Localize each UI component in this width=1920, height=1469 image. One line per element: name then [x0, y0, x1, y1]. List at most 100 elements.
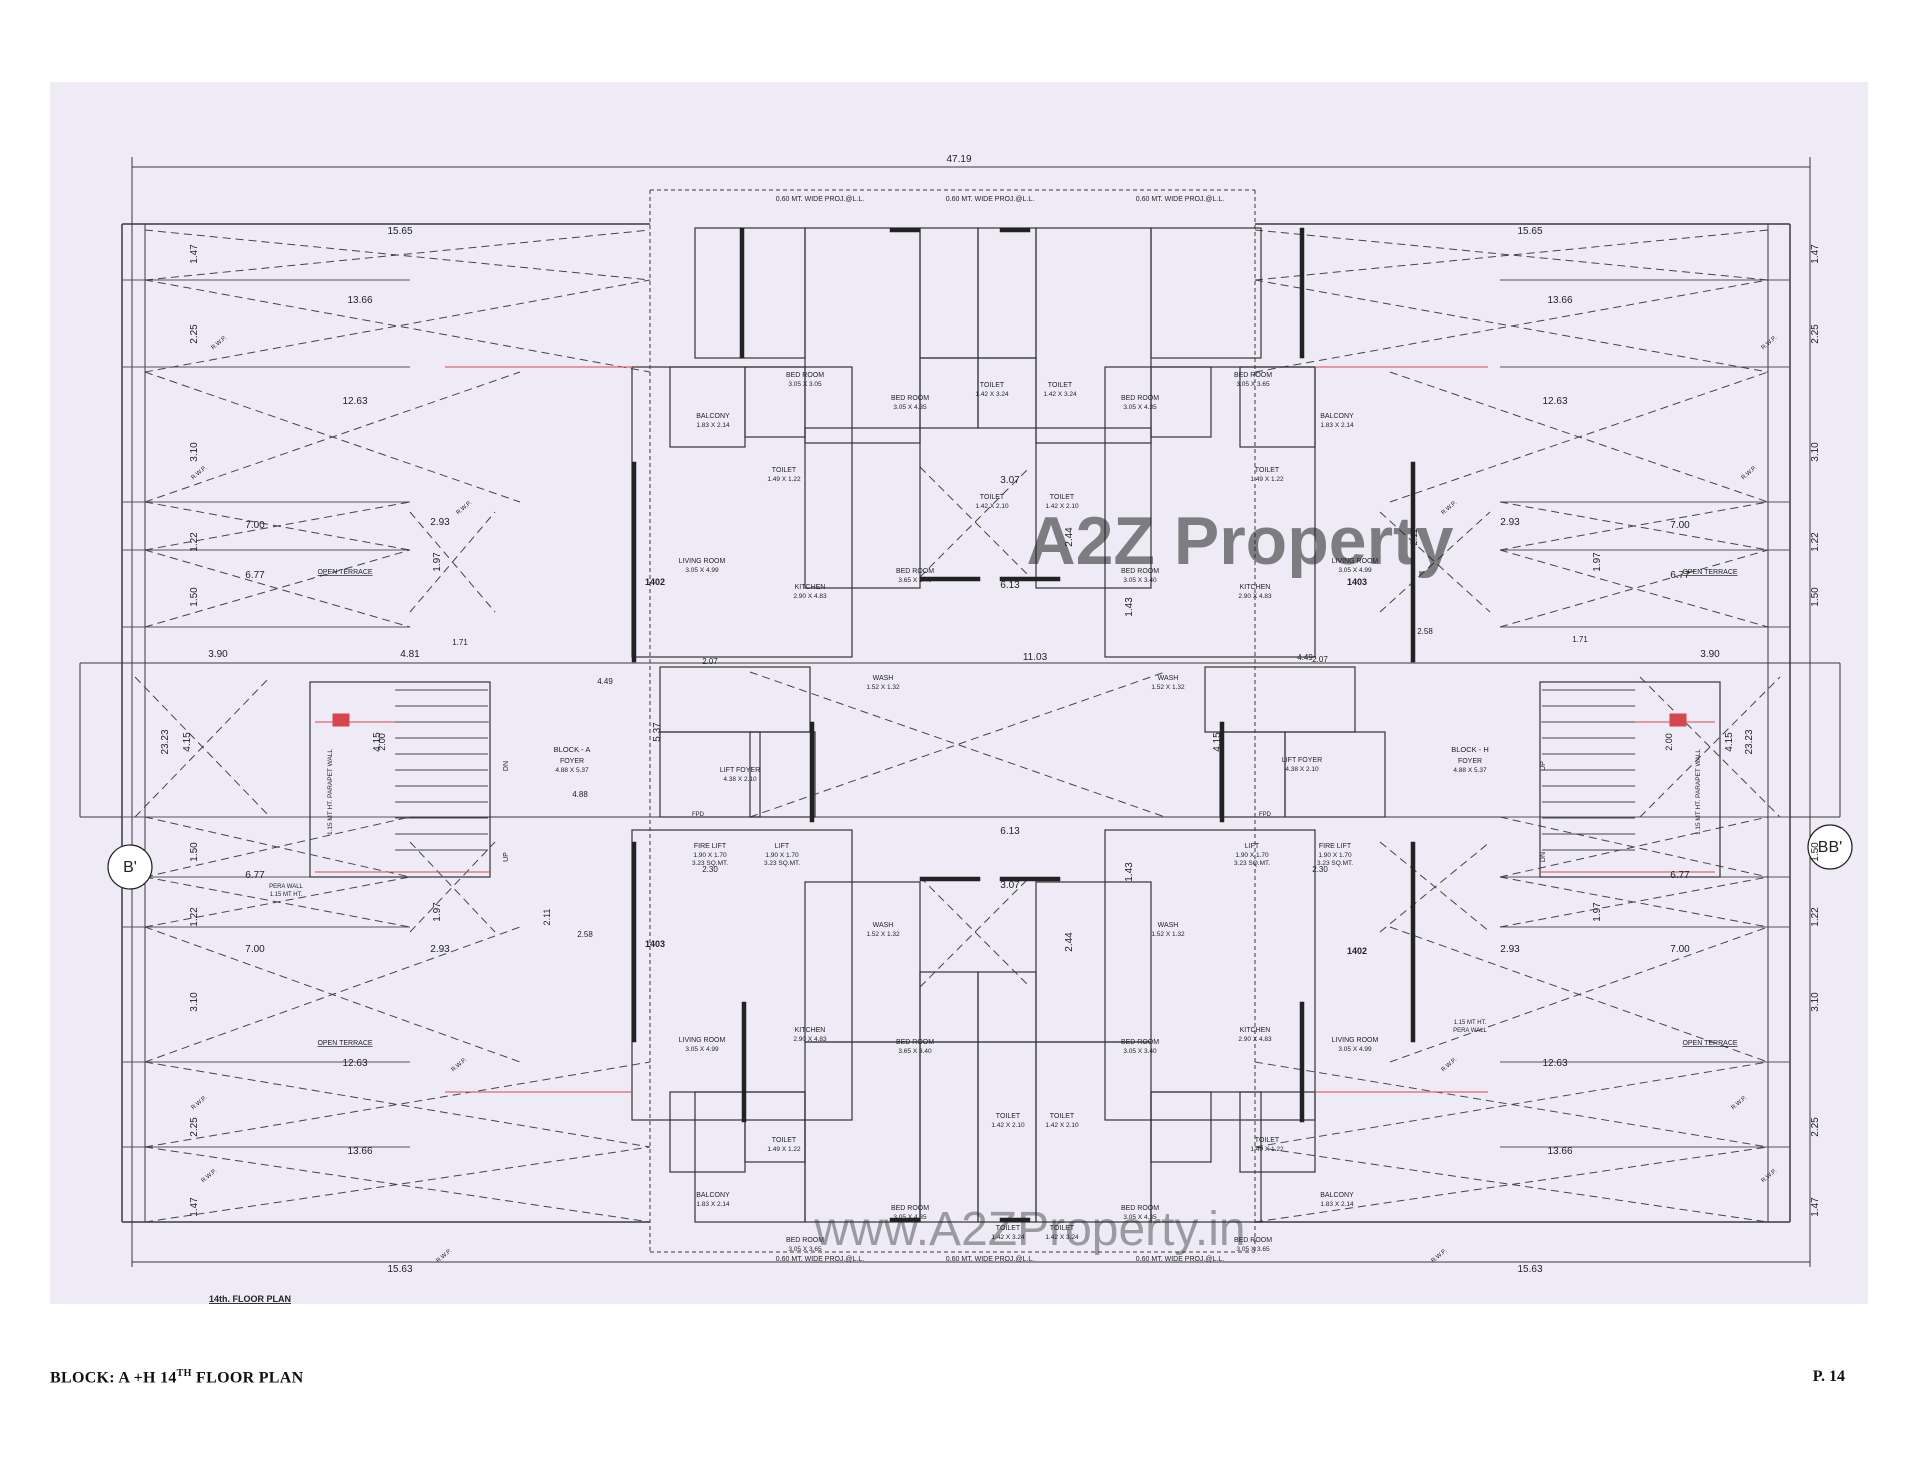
thick-wall-11 [999, 1217, 1031, 1223]
bl-toilet2-size: 1.42 X 2.10 [991, 1122, 1025, 1129]
tl-wash-name: WASH [873, 675, 894, 682]
dim-449-l: 4.49 [597, 677, 613, 686]
dim-1103: 11.03 [1023, 652, 1048, 663]
dim-197-tr: 1.97 [1592, 552, 1603, 572]
dim-1263-bl: 12.63 [342, 1058, 367, 1069]
bl-bed1-name: BED ROOM [786, 1237, 824, 1244]
tl-balcony-name: BALCONY [696, 413, 730, 420]
dim-700-br: 7.00 [1670, 944, 1690, 955]
proj-label-top-0: 0.60 MT. WIDE PROJ.@L.L. [776, 196, 864, 203]
rwp-10: R.W.P. [201, 1168, 219, 1184]
thick-wall-17 [999, 876, 1061, 882]
block-h-foyer-size: 4.88 X 5.37 [1453, 767, 1487, 774]
tr-toilet1-size: 1.42 X 3.24 [1043, 391, 1077, 398]
block-a-foyer-size: 4.88 X 5.37 [555, 767, 589, 774]
dim-677-br: 6.77 [1670, 870, 1690, 881]
rwp-6: R.W.P. [191, 1095, 209, 1111]
room-wall-15 [1239, 366, 1316, 448]
stair-a-dn: DN [503, 761, 510, 771]
lift-foyer-a: LIFT FOYER [720, 767, 760, 774]
dim-449-r: 4.49 [1297, 653, 1313, 662]
room-wall-30 [1239, 1091, 1316, 1173]
thick-wall-4 [631, 841, 637, 1043]
tl-kitchen-size: 2.90 X 4.83 [793, 593, 827, 600]
dim-225-bl: 2.25 [189, 1117, 200, 1137]
thick-wall-12 [809, 721, 815, 823]
sheet-title-prefix: BLOCK: A +H 14 [50, 1369, 177, 1387]
tr-balcony-name: BALCONY [1320, 413, 1354, 420]
watermark-logo: A2Z Property [1027, 503, 1454, 579]
thick-wall-10 [889, 1217, 921, 1223]
pera-wall-a: PERA WALL [269, 884, 303, 890]
tr-bed1-name: BED ROOM [1234, 372, 1272, 379]
br-toilet1-name: TOILET [1050, 1225, 1075, 1232]
section-marker-right [1807, 824, 1853, 870]
dim-150-tr: 1.50 [1810, 587, 1821, 607]
room-wall-26 [1035, 1041, 1152, 1223]
room-wall-17 [804, 881, 921, 1043]
dim-top-left: 15.65 [387, 226, 412, 237]
dim-211-a: 2.11 [542, 909, 552, 926]
shaft-x-a2-a [409, 841, 496, 933]
dim-bot-right: 15.63 [1517, 1264, 1542, 1275]
block-a-side-x-b [134, 676, 271, 818]
lift-foyer-a-size: 4.38 X 2.10 [723, 776, 757, 783]
room-wall-13 [1035, 427, 1152, 589]
tl-toilet3-size: 1.49 X 1.22 [767, 476, 801, 483]
bl-toilet3-size: 1.49 X 1.22 [767, 1146, 801, 1153]
terrace-x-tr3-b [1389, 371, 1769, 503]
room-wall-2 [919, 227, 979, 359]
thick-wall-3 [1410, 461, 1416, 663]
proj-label-bot-0: 0.60 MT. WIDE PROJ.@L.L. [776, 1256, 864, 1263]
tl-living-size: 3.05 X 4.99 [685, 567, 719, 574]
dim-415-r: 4.15 [1724, 732, 1735, 752]
block-a-label: BLOCK - A [554, 745, 591, 754]
dim-2323-l: 23.23 [160, 729, 171, 754]
unit-1403-tr: 1403 [1347, 577, 1367, 587]
bl-bed2-name: BED ROOM [891, 1205, 929, 1212]
dim-1366-br: 13.66 [1547, 1146, 1572, 1157]
thick-wall-14 [919, 576, 981, 582]
dim-677-tl: 6.77 [245, 570, 265, 581]
terrace-x-tr1-b [1254, 229, 1769, 281]
section-marker-right-text: BB' [1818, 839, 1842, 856]
rwp-2: R.W.P. [191, 465, 209, 481]
proj-label-top-2: 0.60 MT. WIDE PROJ.@L.L. [1136, 196, 1224, 203]
drawing-sheet [50, 82, 1868, 1304]
bl-wash-size: 1.52 X 1.32 [866, 931, 900, 938]
room-wall-31 [1150, 1091, 1212, 1163]
terrace-x-tl1-b [144, 229, 651, 281]
room-wall-37 [1204, 666, 1356, 733]
tl-living-name: LIVING ROOM [679, 558, 726, 565]
br-balcony-name: BALCONY [1320, 1192, 1354, 1199]
dim-415-stair-l: 4.15 [372, 732, 383, 752]
parapet-a: 1.15 MT HT. PARAPET WALL [327, 749, 334, 835]
thick-wall-7 [1299, 1001, 1305, 1123]
bl-toilet1-name: TOILET [996, 1225, 1021, 1232]
thick-wall-15 [999, 576, 1061, 582]
bl-toilet2-name: TOILET [996, 1113, 1021, 1120]
dim-197-bl: 1.97 [432, 902, 443, 922]
br-wash-size: 1.52 X 1.32 [1151, 931, 1185, 938]
room-wall-36 [659, 666, 811, 733]
dim-488: 4.88 [572, 790, 588, 799]
bl-bed3-size: 3.65 X 3.40 [898, 1048, 932, 1055]
watermark-url: www.A2ZProperty.in [813, 1203, 1245, 1256]
fire-lift-a-area: 3.23 SQ.MT. [692, 860, 728, 867]
tr-bed3-size: 3.05 X 3.40 [1123, 577, 1157, 584]
room-wall-28 [977, 1041, 1037, 1223]
rwp-1: R.W.P. [1761, 335, 1779, 351]
dim-147-tl: 1.47 [189, 244, 200, 264]
sheet-title: BLOCK: A +H 14TH FLOOR PLAN [50, 1368, 303, 1387]
room-wall-39 [1539, 681, 1721, 878]
section-marker-left-text: B' [123, 859, 137, 876]
dim-147-tr: 1.47 [1810, 244, 1821, 264]
dim-310-tr: 3.10 [1810, 442, 1821, 462]
lift-a-area: 3.23 SQ.MT. [764, 860, 800, 867]
dim-2323-r: 23.23 [1744, 729, 1755, 754]
terrace-x-bl5-a [144, 1146, 651, 1223]
fpd-a: FPD [692, 812, 705, 818]
room-wall-32 [659, 731, 761, 818]
tr-balcony-size: 1.83 X 2.14 [1320, 422, 1354, 429]
